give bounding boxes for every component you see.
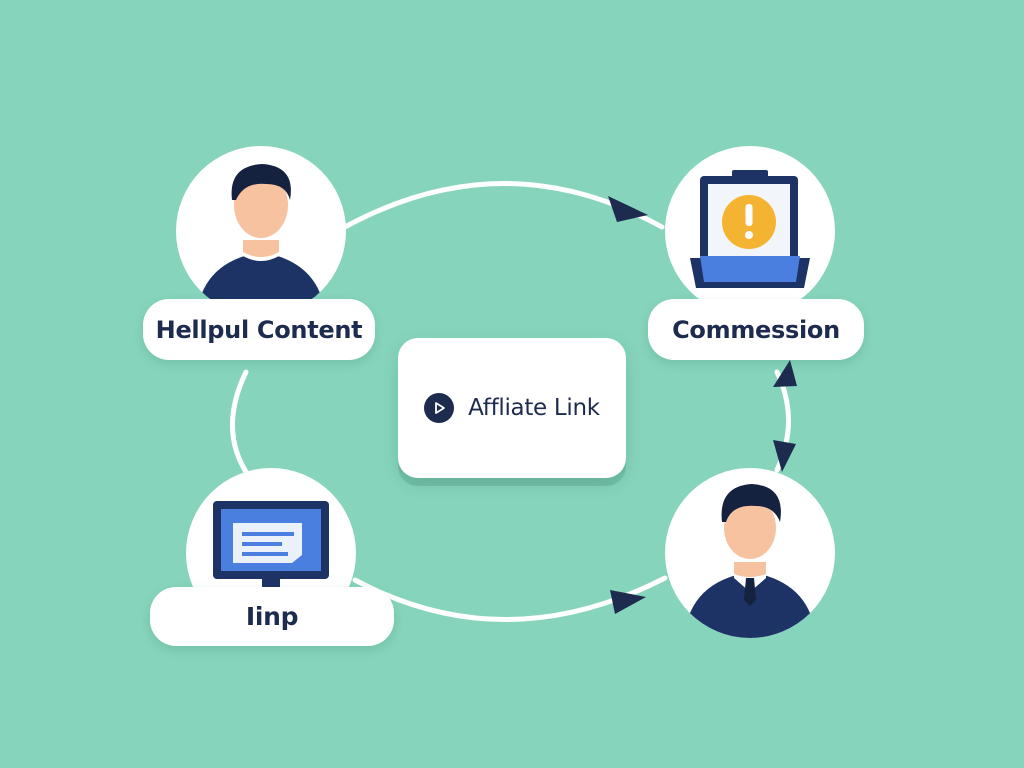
affiliate-link-label: Affliate Link — [468, 395, 600, 421]
connector-left — [230, 369, 251, 478]
node-customer — [665, 468, 835, 638]
play-icon — [424, 393, 455, 423]
label-commission: Commession — [648, 299, 864, 360]
affiliate-link-card[interactable]: Affliate Link — [398, 338, 626, 478]
arrows — [608, 196, 797, 614]
arrow-right-up-icon — [773, 360, 797, 387]
node-helpful-content — [176, 146, 346, 316]
label-inp: Iinp — [150, 587, 394, 646]
clipboard-alert-icon — [690, 170, 810, 288]
arrow-bottom-icon — [610, 590, 646, 614]
arrow-top-icon — [608, 196, 648, 222]
arrow-right-down-icon — [773, 440, 796, 472]
label-helpful-content: Hellpul Content — [143, 299, 375, 360]
businessman-icon — [684, 484, 816, 638]
node-commission — [665, 146, 835, 316]
